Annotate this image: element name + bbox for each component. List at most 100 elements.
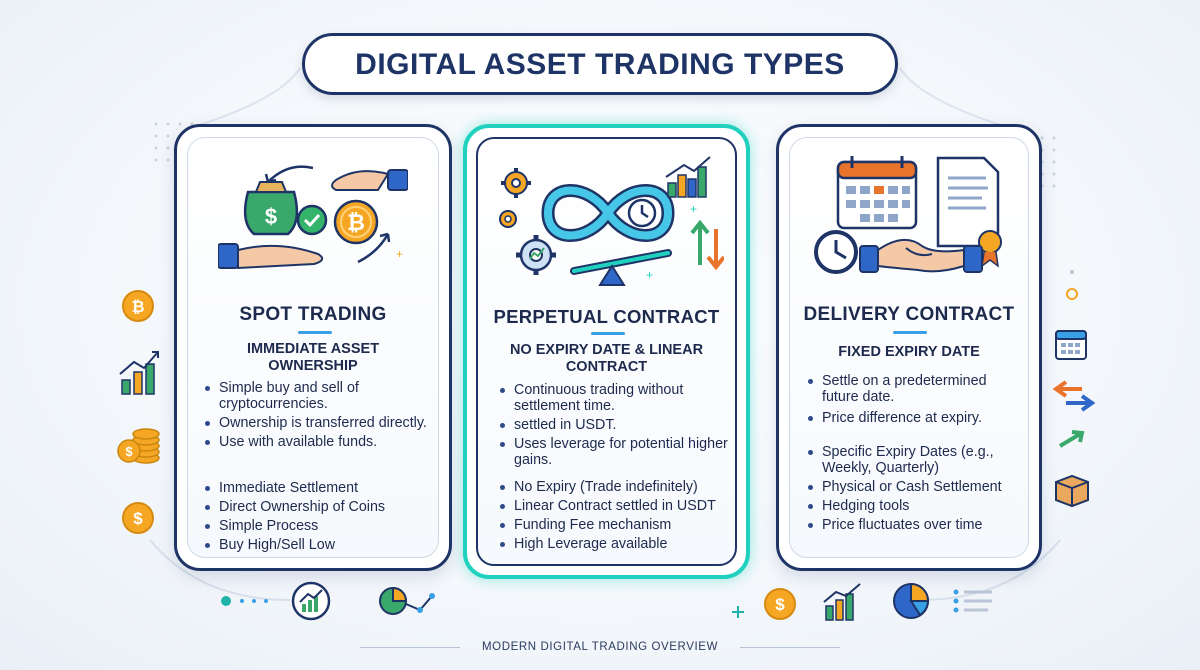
list-item: Uses leverage for potential higher gains… bbox=[500, 436, 732, 468]
coin-stack-icon: $ bbox=[117, 428, 160, 464]
card-inner-panel: + + PERPETUAL CONTRACT NO EXPIRY DATE & … bbox=[476, 137, 737, 566]
bar-chart-icon bbox=[119, 351, 159, 395]
list-item: Buy High/Sell Low bbox=[205, 537, 437, 553]
swap-arrows-icon bbox=[1058, 430, 1085, 448]
dollar-coin-icon: $ bbox=[122, 502, 154, 534]
list-item: Specific Expiry Dates (e.g., Weekly, Qua… bbox=[808, 444, 1022, 476]
card-bullet-list: Simple buy and sell of cryptocurrencies.… bbox=[205, 380, 437, 453]
card-subtitle-line: OWNERSHIP bbox=[268, 358, 358, 374]
page-title-banner: DIGITAL ASSET TRADING TYPES bbox=[302, 33, 898, 95]
gear-icon bbox=[499, 210, 517, 228]
handshake-icon bbox=[859, 239, 983, 273]
arrow-icon bbox=[267, 165, 314, 183]
pie-chart-icon bbox=[893, 582, 930, 619]
card-spot-trading: $ ₿ + SPOT TRADING IMMEDIATE ASSET bbox=[174, 124, 452, 571]
footer-caption: MODERN DIGITAL TRADING OVERVIEW bbox=[481, 641, 719, 653]
list-item: Linear Contract settled in USDT bbox=[500, 498, 738, 514]
svg-text:$: $ bbox=[265, 204, 277, 229]
pie-chart-icon bbox=[379, 586, 435, 615]
card-bullet-list: Settle on a predetermined future date. P… bbox=[808, 373, 1022, 429]
svg-text:+: + bbox=[690, 202, 697, 216]
list-item: Use with available funds. bbox=[205, 434, 437, 450]
list-item: Funding Fee mechanism bbox=[500, 517, 738, 533]
bar-chart-icon bbox=[823, 583, 861, 621]
up-down-arrows-icon bbox=[690, 219, 724, 271]
list-icon bbox=[953, 589, 992, 613]
list-item: No Expiry (Trade indefinitely) bbox=[500, 479, 738, 495]
card-subtitle: FIXED EXPIRY DATE bbox=[790, 344, 1028, 361]
card-title: DELIVERY CONTRACT bbox=[803, 304, 1015, 325]
list-item: Simple Process bbox=[205, 518, 437, 534]
card-subtitle-line: CONTRACT bbox=[565, 359, 648, 375]
card-bullet-list: Specific Expiry Dates (e.g., Weekly, Qua… bbox=[808, 444, 1022, 536]
contract-document-icon bbox=[936, 156, 1000, 248]
infinity-icon bbox=[541, 184, 675, 242]
svg-text:+: + bbox=[396, 247, 403, 261]
list-item: Settle on a predetermined future date. bbox=[808, 373, 1022, 405]
title-underline bbox=[893, 331, 927, 334]
footer-divider bbox=[360, 647, 460, 648]
calendar-icon bbox=[1055, 330, 1087, 360]
card-bullet-list: Immediate Settlement Direct Ownership of… bbox=[205, 480, 437, 556]
svg-text:₿: ₿ bbox=[347, 210, 365, 235]
gear-icon bbox=[501, 168, 531, 198]
card-bullet-list: No Expiry (Trade indefinitely) Linear Co… bbox=[500, 479, 738, 555]
dot-decoration bbox=[1066, 270, 1078, 300]
list-item: Direct Ownership of Coins bbox=[205, 499, 437, 515]
trend-chart-icon bbox=[291, 581, 331, 621]
seesaw-icon bbox=[570, 249, 672, 286]
card-inner-panel: DELIVERY CONTRACT FIXED EXPIRY DATE Sett… bbox=[789, 137, 1029, 558]
card-perpetual-contract: + + PERPETUAL CONTRACT NO EXPIRY DATE & … bbox=[463, 124, 750, 579]
list-item: Price difference at expiry. bbox=[808, 410, 1022, 426]
clock-icon bbox=[627, 198, 657, 228]
list-item: Hedging tools bbox=[808, 498, 1022, 514]
card-subtitle-line: NO EXPIRY DATE & LINEAR bbox=[509, 342, 704, 358]
money-bag-icon: $ bbox=[243, 181, 299, 236]
card-bullet-list: Continuous trading without settlement ti… bbox=[500, 382, 732, 471]
clock-icon bbox=[814, 230, 858, 274]
list-item: settled in USDT. bbox=[500, 417, 732, 433]
title-underline bbox=[298, 331, 332, 334]
card-subtitle: NO EXPIRY DATE & LINEAR CONTRACT bbox=[478, 342, 735, 376]
page-title: DIGITAL ASSET TRADING TYPES bbox=[355, 48, 845, 81]
bitcoin-icon: ₿ bbox=[333, 199, 379, 245]
list-item: Price fluctuates over time bbox=[808, 517, 1022, 533]
card-subtitle-line: IMMEDIATE ASSET bbox=[246, 341, 380, 357]
card-subtitle-line: FIXED EXPIRY DATE bbox=[838, 344, 980, 360]
dollar-coin-icon: $ bbox=[764, 588, 796, 620]
svg-text:$: $ bbox=[775, 595, 785, 614]
title-underline bbox=[591, 332, 625, 335]
list-item: Physical or Cash Settlement bbox=[808, 479, 1022, 495]
svg-text:+: + bbox=[646, 268, 653, 282]
list-item: High Leverage available bbox=[500, 536, 738, 552]
delivery-illustration bbox=[814, 156, 1002, 274]
card-title: PERPETUAL CONTRACT bbox=[493, 306, 720, 327]
bitcoin-coin-icon: ₿ bbox=[122, 290, 154, 322]
arrow-icon bbox=[357, 233, 390, 264]
bar-chart-icon bbox=[665, 156, 711, 198]
box-icon bbox=[1055, 474, 1089, 508]
calendar-icon bbox=[836, 156, 918, 230]
footer-divider bbox=[740, 647, 840, 648]
receiving-hand-icon bbox=[218, 243, 324, 270]
check-icon bbox=[296, 204, 328, 236]
plus-decoration bbox=[732, 606, 744, 618]
card-delivery-contract: DELIVERY CONTRACT FIXED EXPIRY DATE Sett… bbox=[776, 124, 1042, 571]
certificate-icon bbox=[978, 230, 1002, 268]
list-item: Simple buy and sell of cryptocurrencies. bbox=[205, 380, 437, 412]
card-title: SPOT TRADING bbox=[239, 304, 387, 325]
list-item: Ownership is transferred directly. bbox=[205, 415, 437, 431]
spot-illustration: $ ₿ + bbox=[218, 165, 408, 270]
svg-text:$: $ bbox=[125, 444, 133, 459]
perpetual-illustration: + + bbox=[499, 156, 724, 286]
swap-arrows-icon bbox=[1052, 380, 1096, 412]
gear-icon bbox=[516, 235, 556, 275]
list-item: Immediate Settlement bbox=[205, 480, 437, 496]
dot-decoration bbox=[221, 596, 268, 606]
card-subtitle: IMMEDIATE ASSET OWNERSHIP bbox=[188, 341, 438, 375]
svg-text:$: $ bbox=[133, 509, 143, 528]
svg-text:₿: ₿ bbox=[131, 298, 144, 316]
list-item: Continuous trading without settlement ti… bbox=[500, 382, 732, 414]
card-inner-panel: $ ₿ + SPOT TRADING IMMEDIATE ASSET bbox=[187, 137, 439, 558]
